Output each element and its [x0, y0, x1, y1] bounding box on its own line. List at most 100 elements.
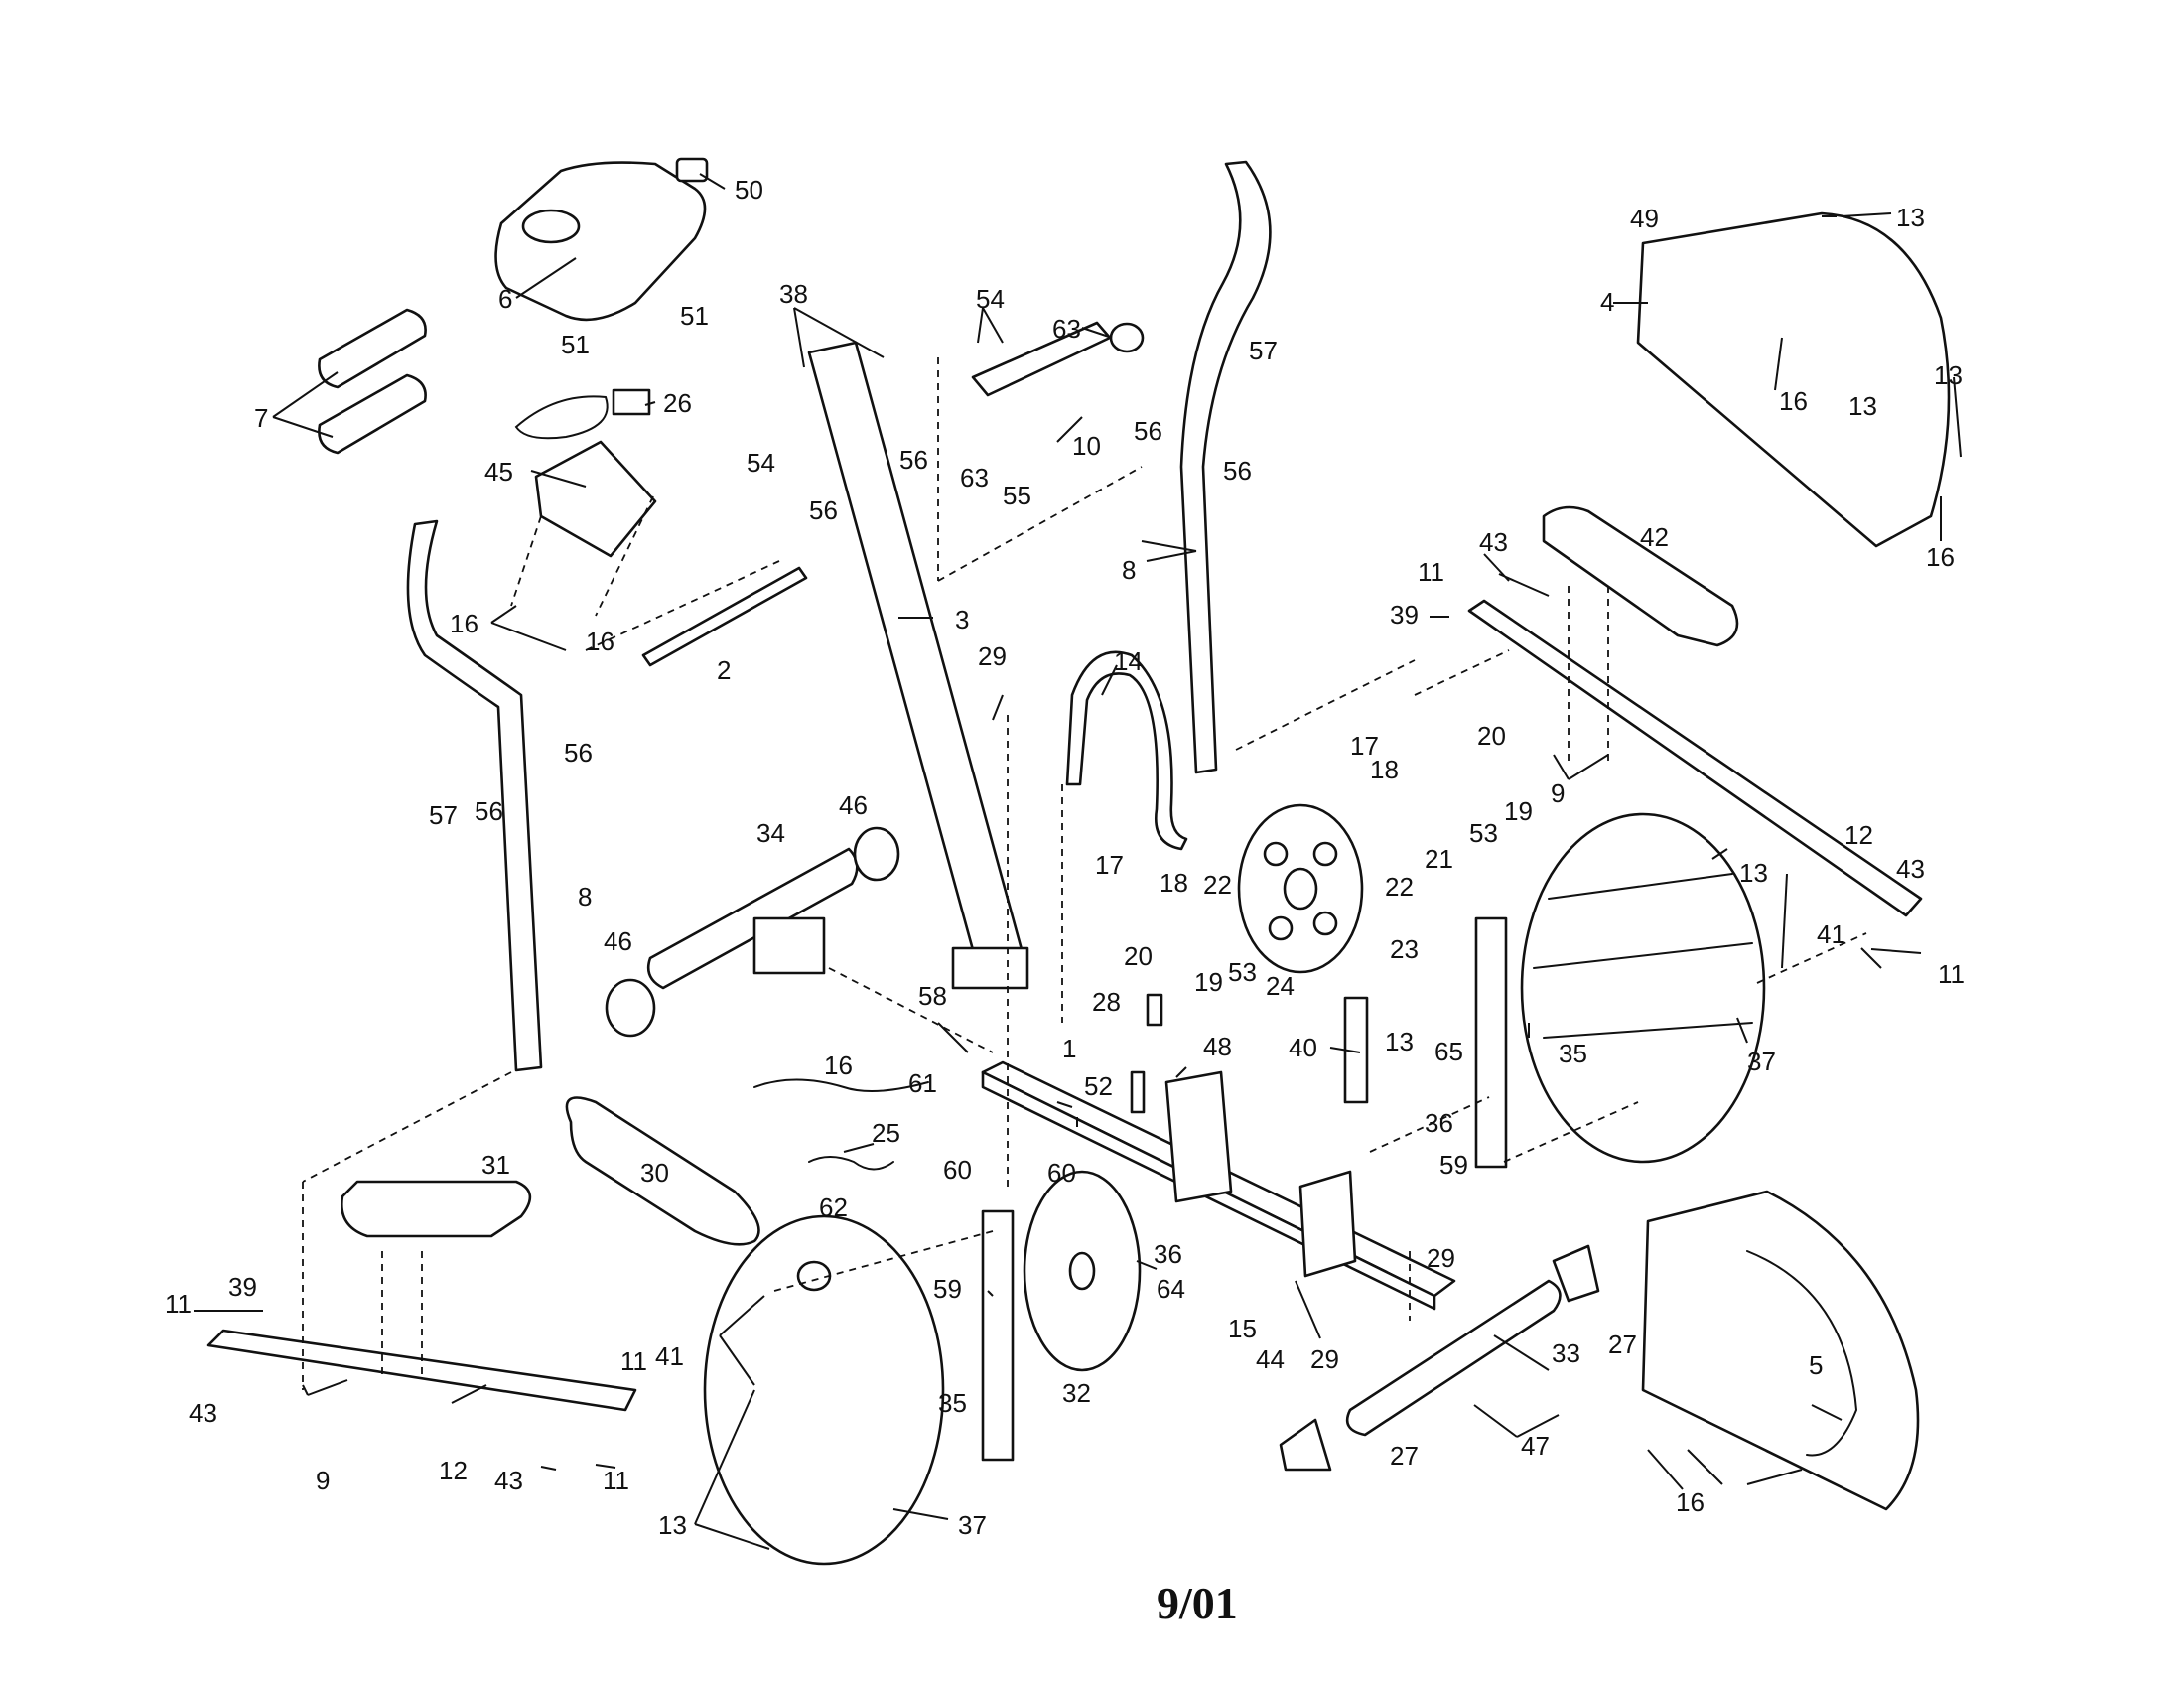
- left-shroud-cutout: [1746, 1250, 1858, 1457]
- callout-64: 64: [1157, 1274, 1185, 1304]
- axle-rod: [641, 566, 808, 667]
- right-crank-support: [1474, 916, 1508, 1169]
- left-crank-support: [981, 1209, 1015, 1462]
- callout-2: 2: [717, 655, 731, 685]
- callout-39: 39: [228, 1272, 257, 1302]
- callout-25: 25: [872, 1118, 900, 1148]
- callout-41: 41: [1817, 919, 1845, 949]
- callout-7: 7: [254, 403, 268, 433]
- left-crank-hub: [796, 1260, 832, 1292]
- callout-47: 47: [1521, 1431, 1550, 1461]
- callout-13: 13: [1739, 858, 1768, 888]
- callout-54: 54: [976, 284, 1005, 314]
- callout-52: 52: [1084, 1071, 1113, 1101]
- left-pedal: [340, 1180, 532, 1238]
- callout-29: 29: [1427, 1243, 1455, 1273]
- crank-spoke-3: [1543, 1022, 1753, 1039]
- callout-18: 18: [1160, 868, 1188, 898]
- callout-8: 8: [1122, 555, 1136, 585]
- callout-24: 24: [1266, 971, 1295, 1001]
- callout-36: 36: [1425, 1108, 1453, 1138]
- callout-36: 36: [1154, 1239, 1182, 1269]
- callout-63: 63: [960, 463, 989, 492]
- callout-30: 30: [640, 1158, 669, 1188]
- foam-grip-upper: [318, 308, 427, 389]
- callout-8: 8: [578, 882, 592, 912]
- callout-42: 42: [1640, 522, 1669, 552]
- callout-16: 16: [1779, 386, 1808, 416]
- flywheel-hub: [1068, 1251, 1096, 1291]
- callout-11: 11: [165, 1289, 192, 1319]
- callout-62: 62: [819, 1193, 848, 1222]
- right-crank-disc: [1520, 812, 1766, 1164]
- callout-16: 16: [1676, 1487, 1705, 1517]
- right-upright-handle: [1179, 160, 1272, 774]
- callout-56: 56: [1134, 416, 1162, 446]
- crank-spoke-2: [1533, 942, 1753, 969]
- front-stabilizer: [1345, 1279, 1562, 1437]
- axle-end-cap: [1109, 322, 1145, 353]
- callout-43: 43: [189, 1398, 217, 1428]
- callout-26: 26: [663, 388, 692, 418]
- end-cap-front-1: [1552, 1244, 1600, 1303]
- brake-plate: [1164, 1070, 1233, 1203]
- callout-44: 44: [1256, 1344, 1285, 1374]
- pulley-hole-3: [1268, 915, 1294, 941]
- callout-13: 13: [1385, 1027, 1414, 1056]
- tension-knob: [675, 157, 709, 183]
- callout-57: 57: [429, 800, 458, 830]
- callout-37: 37: [958, 1510, 987, 1540]
- pulley-hole-2: [1312, 841, 1338, 867]
- callout-43: 43: [494, 1466, 523, 1495]
- callout-11: 11: [1938, 959, 1965, 989]
- callout-35: 35: [1559, 1039, 1587, 1068]
- callout-11: 11: [603, 1466, 629, 1495]
- callout-14: 14: [1114, 646, 1143, 676]
- sensor-wire: [753, 1078, 929, 1092]
- callout-59: 59: [1439, 1150, 1468, 1180]
- callout-35: 35: [938, 1388, 967, 1418]
- callout-22: 22: [1203, 870, 1232, 900]
- callout-19: 19: [1504, 796, 1533, 826]
- callout-61: 61: [908, 1068, 937, 1098]
- upright-post-base: [951, 946, 1029, 990]
- callout-23: 23: [1390, 934, 1419, 964]
- end-cap-rear-1: [853, 826, 900, 882]
- right-shroud: [1636, 211, 1951, 548]
- callout-40: 40: [1289, 1033, 1317, 1062]
- frame-upright: [1298, 1170, 1357, 1278]
- callout-59: 59: [933, 1274, 962, 1304]
- callout-18: 18: [1370, 755, 1399, 784]
- callout-51: 51: [561, 330, 590, 359]
- callout-39: 39: [1390, 600, 1419, 630]
- callout-16: 16: [450, 609, 478, 638]
- callout-labels: 50 6 51 51 26 7 45 16 16 38 54 54 63 63 …: [165, 175, 1965, 1540]
- callout-65: 65: [1434, 1037, 1463, 1066]
- left-shroud: [1641, 1190, 1920, 1511]
- callout-37: 37: [1747, 1047, 1776, 1076]
- console-wire: [514, 395, 609, 440]
- callout-12: 12: [439, 1456, 468, 1485]
- adjust-bolt: [1130, 1070, 1146, 1114]
- callout-38: 38: [779, 279, 808, 309]
- console-cup-holder: [521, 209, 581, 244]
- callout-10: 10: [1072, 431, 1101, 461]
- callout-53: 53: [1228, 957, 1257, 987]
- callout-43: 43: [1896, 854, 1925, 884]
- callout-3: 3: [955, 605, 969, 634]
- pulley-hub: [1283, 867, 1318, 911]
- callout-17: 17: [1350, 731, 1379, 761]
- callout-58: 58: [918, 981, 947, 1011]
- callout-13: 13: [1896, 203, 1925, 232]
- revision-date: 9/01: [1157, 1578, 1238, 1628]
- callout-4: 4: [1600, 287, 1614, 317]
- console-tray: [494, 161, 707, 322]
- callout-57: 57: [1249, 336, 1278, 365]
- callout-17: 17: [1095, 850, 1124, 880]
- callout-56: 56: [564, 738, 593, 768]
- callout-54: 54: [747, 448, 775, 478]
- callout-56: 56: [1223, 456, 1252, 486]
- console-bracket: [534, 440, 657, 558]
- part-drawings: [206, 157, 1951, 1566]
